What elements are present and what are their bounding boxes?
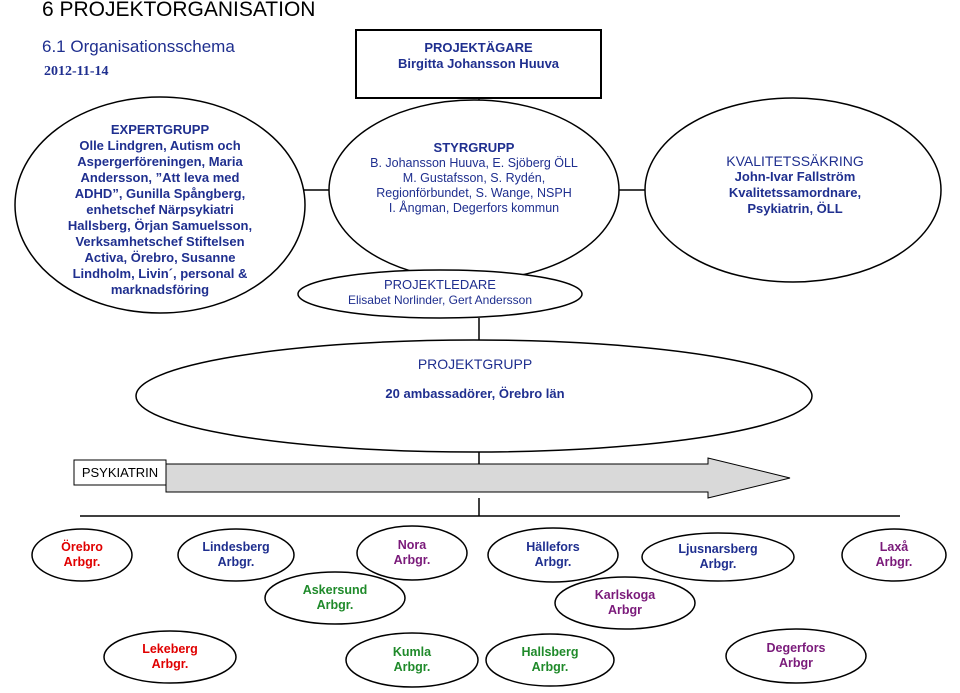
unit-name: Laxå	[879, 540, 909, 554]
unit-ellipse	[31, 528, 133, 582]
unit-name: Karlskoga	[594, 588, 656, 602]
unit-ellipse	[345, 632, 479, 688]
expert-line: Aspergerföreningen, Maria	[77, 154, 243, 169]
unit-ellipse	[485, 633, 615, 687]
unit-name: Askersund	[302, 583, 368, 597]
unit-suffix: Arbgr.	[534, 555, 572, 569]
expert-line: Lindholm, Livin´, personal &	[72, 266, 248, 281]
unit-name: Örebro	[61, 540, 103, 554]
psyk-label: PSYKIATRIN	[81, 465, 159, 480]
section-title: 6.1 Organisationsschema	[42, 37, 235, 56]
unit-name: Kumla	[392, 645, 432, 659]
unit-ellipse	[177, 528, 295, 582]
expert-line: ADHD”, Gunilla Spångberg,	[74, 186, 246, 201]
expert-line: enhetschef Närpsykiatri	[86, 202, 234, 217]
unit-ellipse	[841, 528, 947, 582]
unit-name: Hällefors	[526, 540, 580, 554]
unit-suffix: Arbgr.	[393, 660, 431, 674]
unit-name: Ljusnarsberg	[678, 542, 758, 556]
quality-line: Psykiatrin, ÖLL	[747, 201, 843, 216]
unit-name: Nora	[397, 538, 427, 552]
group-heading: PROJEKTGRUPP	[417, 356, 533, 372]
unit-ellipse	[725, 628, 867, 684]
quality-heading: KVALITETSSÄKRING	[726, 153, 864, 169]
unit-ellipse	[487, 527, 619, 583]
leader-heading: PROJEKTLEDARE	[384, 277, 496, 292]
unit-suffix: Arbgr.	[393, 553, 431, 567]
psyk-arrow	[165, 457, 791, 499]
expert-line: marknadsföring	[110, 282, 210, 297]
expert-heading: EXPERTGRUPP	[110, 122, 210, 137]
expert-line: Verksamhetschef Stiftelsen	[75, 234, 245, 249]
unit-suffix: Arbgr.	[217, 555, 255, 569]
unit-suffix: Arbgr.	[531, 660, 569, 674]
unit-ellipse	[554, 576, 696, 630]
styr-heading: STYRGRUPP	[433, 140, 515, 155]
unit-suffix: Arbgr	[778, 656, 814, 670]
leader-name: Elisabet Norlinder, Gert Andersson	[347, 293, 533, 307]
unit-suffix: Arbgr.	[151, 657, 189, 671]
group-ellipse	[135, 339, 813, 453]
expert-line: Hallsberg, Örjan Samuelsson,	[67, 218, 253, 233]
styr-line: B. Johansson Huuva, E. Sjöberg ÖLL	[370, 156, 578, 170]
unit-suffix: Arbgr.	[699, 557, 737, 571]
unit-ellipse	[103, 630, 237, 684]
unit-name: Lekeberg	[142, 642, 198, 656]
unit-ellipse	[641, 532, 795, 582]
leader-ellipse	[297, 269, 583, 319]
page-title: 6 PROJEKTORGANISATION	[42, 0, 316, 21]
unit-suffix: Arbgr.	[875, 555, 913, 569]
expert-line: Andersson, ”Att leva med	[80, 170, 240, 185]
styr-line: I. Ångman, Degerfors kommun	[388, 201, 560, 215]
date-text: 2012-11-14	[44, 64, 109, 79]
unit-name: Degerfors	[766, 641, 826, 655]
unit-ellipse	[264, 571, 406, 625]
expert-line: Olle Lindgren, Autism och	[79, 138, 241, 153]
quality-line: John-Ivar Fallström	[734, 169, 856, 184]
owner-heading: PROJEKTÄGARE	[424, 40, 533, 55]
styr-line: Regionförbundet, S. Wange, NSPH	[376, 186, 572, 200]
quality-ellipse	[644, 97, 942, 283]
group-text: 20 ambassadörer, Örebro län	[385, 386, 565, 401]
owner-box	[355, 29, 602, 99]
unit-suffix: Arbgr.	[316, 598, 354, 612]
quality-line: Kvalitetssamordnare,	[728, 185, 862, 200]
owner-name: Birgitta Johansson Huuva	[397, 56, 560, 71]
styr-line: M. Gustafsson, S. Rydén,	[402, 171, 546, 185]
unit-ellipse	[356, 525, 468, 581]
unit-suffix: Arbgr.	[63, 555, 101, 569]
unit-suffix: Arbgr	[607, 603, 643, 617]
psyk-box	[73, 459, 167, 486]
expert-line: Activa, Örebro, Susanne	[84, 250, 236, 265]
unit-name: Hallsberg	[521, 645, 579, 659]
unit-name: Lindesberg	[202, 540, 270, 554]
expert-ellipse	[14, 96, 306, 314]
